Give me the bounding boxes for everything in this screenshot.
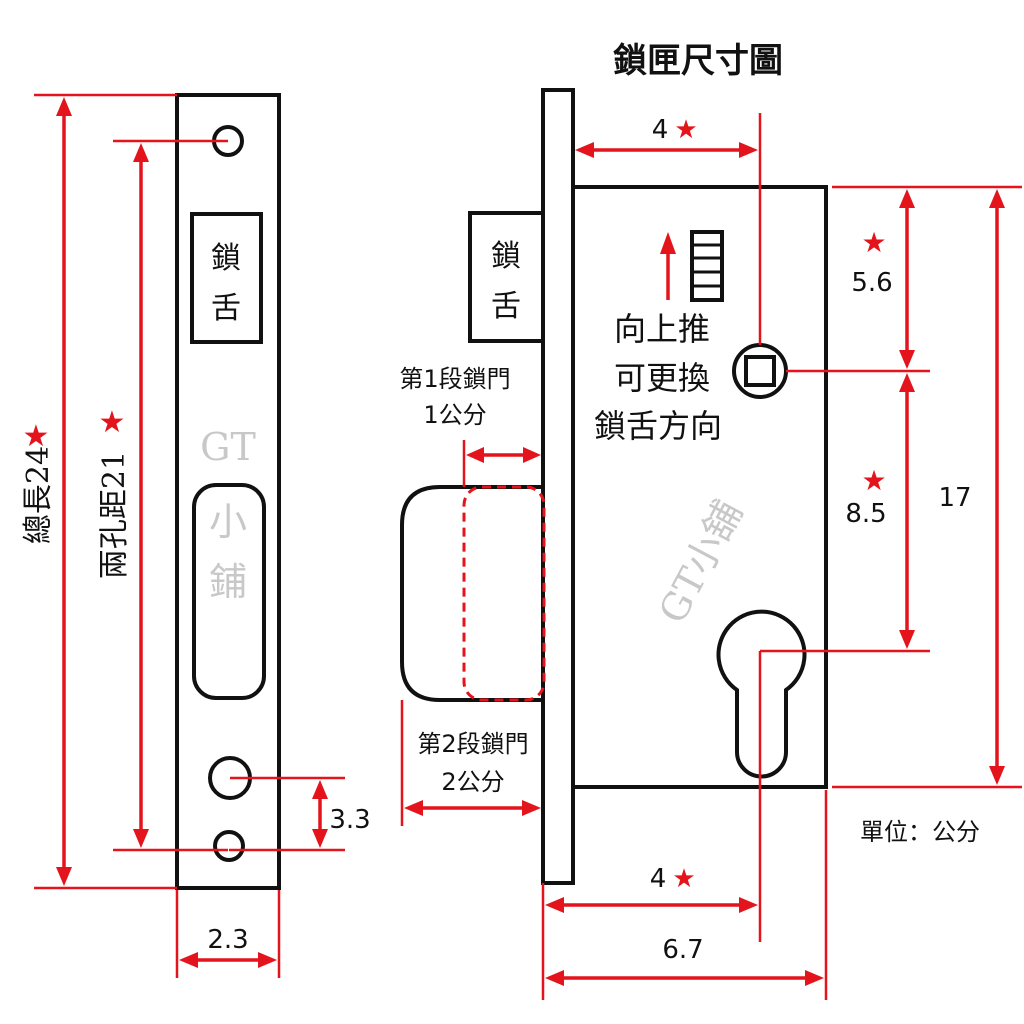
- faceplate-latch-label-1: 鎖: [211, 241, 241, 276]
- screw-gap-label: 3.3: [329, 805, 370, 835]
- face-width-dimension: 2.3: [175, 890, 281, 978]
- faceplate: 鎖 舌 GT 小 鋪: [175, 93, 281, 890]
- stage2-dimension: 第2段鎖門 2公分: [400, 700, 541, 826]
- body-faceplate-side: [541, 88, 575, 885]
- stage2-label-1: 第2段鎖門: [417, 730, 528, 758]
- faceplate-latch-box: [190, 212, 263, 344]
- top-to-spindle-dimension: ★ 5.6: [786, 185, 930, 373]
- total-length-dimension: 總長24 ★: [21, 93, 177, 890]
- latch-selector-icon: [690, 230, 724, 302]
- total-length-label: 總長24: [21, 446, 56, 544]
- body-note-line-1: 向上推: [614, 310, 710, 348]
- faceplate-watermark-3: 鋪: [209, 560, 247, 604]
- hole-distance-star: ★: [99, 405, 126, 440]
- body-height-dimension: 17: [832, 185, 1022, 789]
- hole-distance-dimension: 兩孔距21 ★: [97, 139, 228, 852]
- spindle-square: [744, 355, 776, 387]
- screw-gap-dimension: 3.3: [229, 776, 371, 852]
- backset-bottom-dimension: 4 ★: [541, 651, 762, 1000]
- stage2-bolt: [400, 485, 543, 702]
- spindle-to-cylinder-dimension: ★ 8.5: [760, 373, 930, 653]
- bottom-screw-hole: [213, 830, 245, 862]
- spindle-to-cylinder-star: ★: [861, 464, 886, 497]
- body-note-line-3: 鎖舌方向: [594, 407, 722, 445]
- body-watermark: GT小舖: [650, 493, 751, 630]
- body-depth-label: 6.7: [662, 935, 703, 965]
- stage1-bolt: [462, 485, 546, 702]
- spindle-hole: [732, 343, 788, 399]
- stage1-label-1: 第1段鎖門: [399, 365, 510, 393]
- cylinder-cutout: [716, 609, 807, 779]
- spindle-to-cylinder-label: 8.5: [845, 499, 886, 529]
- total-length-star: ★: [23, 419, 50, 454]
- stage1-label-2: 1公分: [423, 401, 486, 429]
- faceplate-watermark-2: 小: [209, 500, 247, 544]
- backset-bottom-label: 4: [650, 864, 667, 894]
- body-depth-dimension: 6.7: [545, 790, 828, 1000]
- body-latch-label-2: 舌: [491, 289, 521, 324]
- unit-note: 單位：公分: [860, 818, 980, 846]
- stage1-dimension: 第1段鎖門 1公分: [399, 365, 541, 487]
- backset-bottom-star: ★: [672, 864, 695, 894]
- backset-top-dimension: 4 ★: [575, 113, 762, 345]
- body-height-label: 17: [938, 483, 971, 513]
- face-width-label: 2.3: [207, 925, 248, 955]
- backset-top-star: ★: [674, 115, 697, 145]
- stage2-label-2: 2公分: [441, 768, 504, 796]
- top-to-spindle-star: ★: [861, 226, 886, 259]
- body-latch-label-1: 鎖: [491, 239, 521, 274]
- body-note-line-2: 可更換: [614, 359, 710, 397]
- body-latch-box: [468, 211, 545, 343]
- faceplate-bolt-slot: [192, 483, 266, 700]
- lock-case: [571, 185, 828, 789]
- faceplate-latch-label-2: 舌: [211, 291, 241, 326]
- backset-top-label: 4: [652, 115, 669, 145]
- faceplate-watermark-1: GT: [200, 425, 256, 469]
- diagram-title: 鎖匣尺寸圖: [613, 41, 783, 81]
- hole-distance-label: 兩孔距21: [97, 451, 132, 579]
- top-to-spindle-label: 5.6: [851, 268, 892, 298]
- bolt-stages: [400, 485, 546, 702]
